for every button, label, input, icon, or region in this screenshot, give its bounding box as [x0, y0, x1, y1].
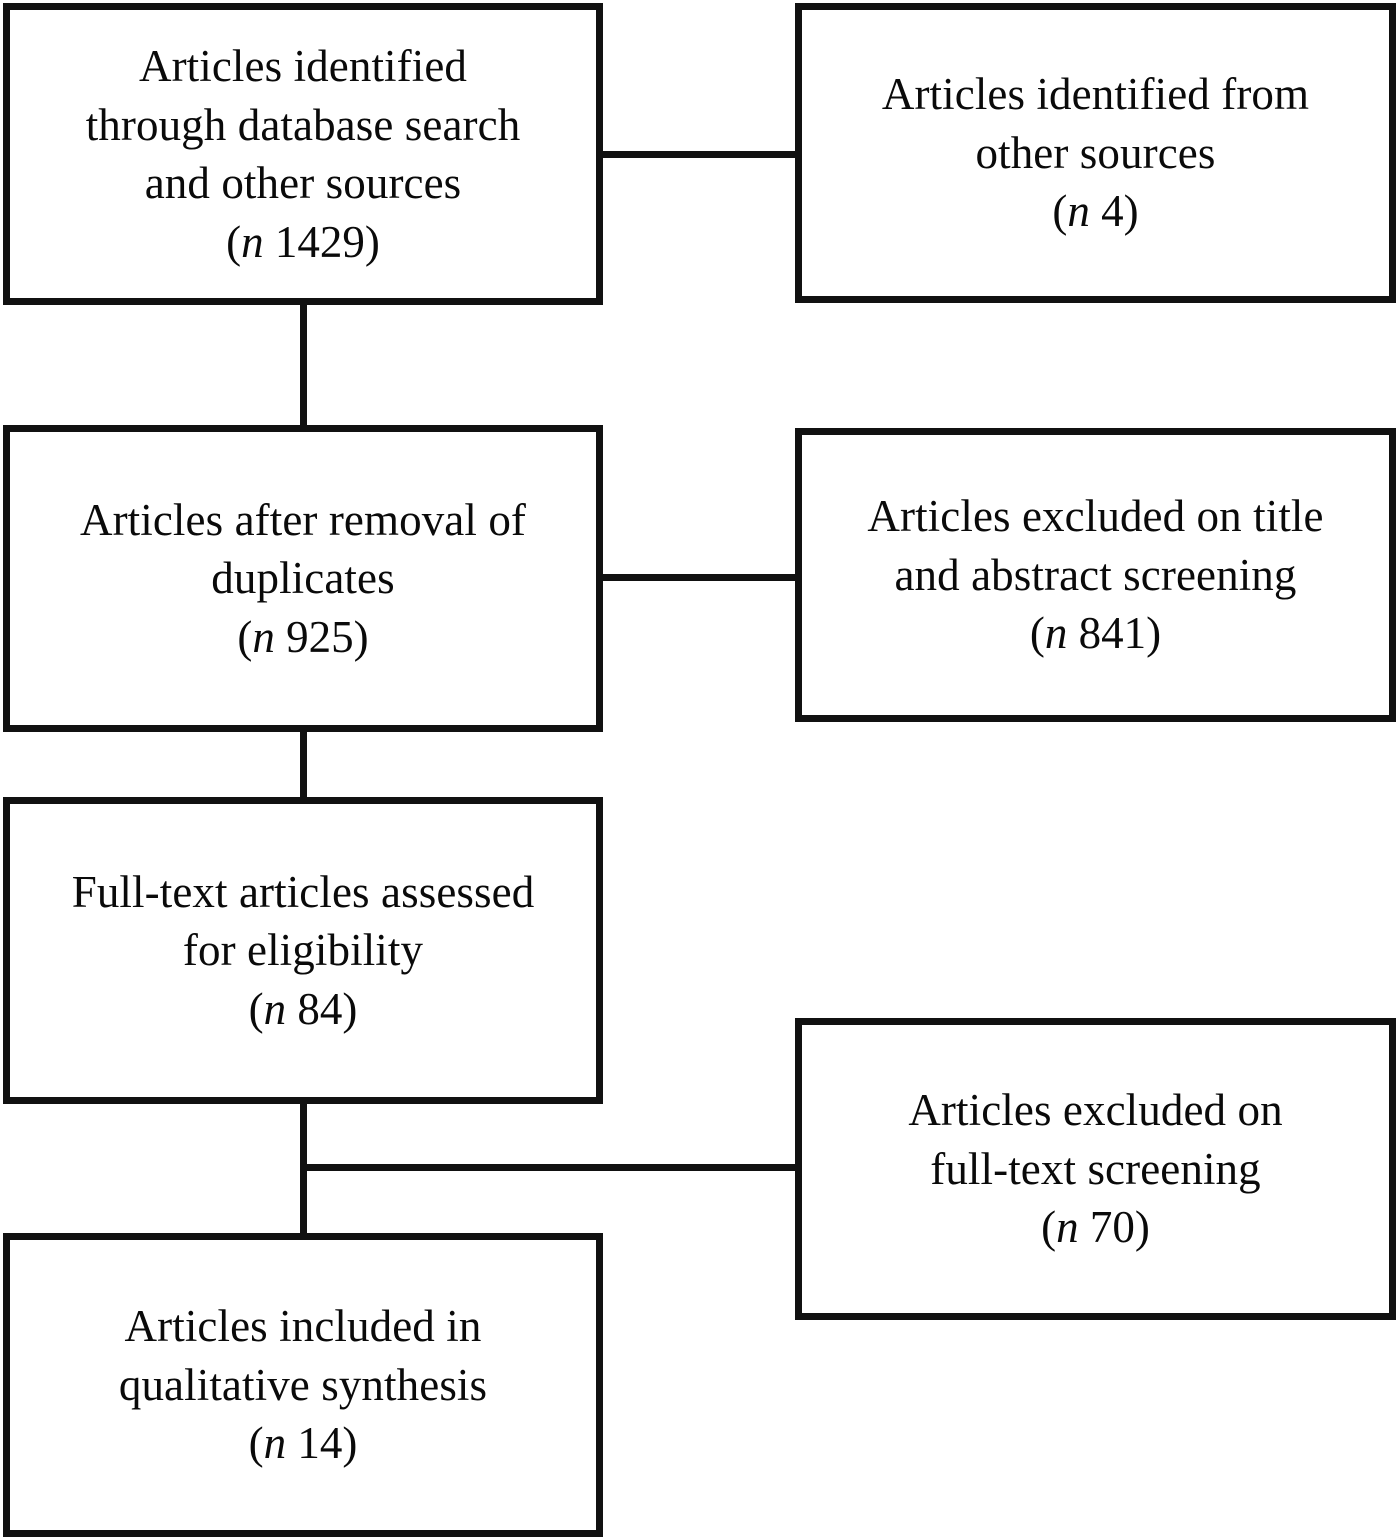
count-open-paren: ( [248, 1418, 264, 1469]
count-open-paren: ( [237, 611, 253, 662]
node-articles-after-duplicates-label: Articles after removal of duplicates [79, 494, 527, 604]
count-value: 925 [274, 611, 354, 662]
count-n-symbol: n [241, 216, 264, 267]
count-close-paren: ) [1123, 186, 1139, 237]
count-n-symbol: n [1056, 1202, 1079, 1253]
count-n-symbol: n [263, 983, 287, 1034]
count-value: 84 [286, 983, 343, 1034]
count-open-paren: ( [1029, 608, 1045, 659]
node-articles-other-sources-count: (n 4) [868, 182, 1323, 241]
node-fulltext-assessed-eligibility: Full-text articles assessed for eligibil… [3, 797, 603, 1104]
node-articles-excluded-fulltext-count: (n 70) [894, 1198, 1296, 1257]
node-fulltext-assessed-eligibility-label: Full-text articles assessed for eligibil… [71, 866, 535, 976]
node-articles-included-synthesis: Articles included in qualitative synthes… [3, 1233, 603, 1537]
node-articles-identified-count: (n 1429) [72, 213, 535, 272]
count-close-paren: ) [1134, 1202, 1150, 1253]
count-close-paren: ) [353, 611, 369, 662]
count-value: 1429 [263, 216, 365, 267]
connector-identified-to-other-sources [603, 151, 797, 158]
count-value: 4 [1089, 186, 1124, 237]
connector-fulltext-to-included [300, 1104, 307, 1235]
node-articles-other-sources: Articles identified from other sources (… [795, 3, 1396, 303]
count-value: 70 [1078, 1202, 1135, 1253]
node-articles-included-synthesis-count: (n 14) [105, 1414, 501, 1473]
connector-fulltext-to-excluded-fulltext [303, 1164, 797, 1171]
count-open-paren: ( [248, 983, 264, 1034]
connector-duplicates-to-fulltext [300, 732, 307, 799]
count-open-paren: ( [1052, 186, 1068, 237]
count-n-symbol: n [1067, 186, 1090, 237]
node-articles-excluded-title-abstract: Articles excluded on title and abstract … [795, 428, 1396, 722]
node-fulltext-assessed-eligibility-count: (n 84) [58, 980, 549, 1039]
count-close-paren: ) [342, 1418, 358, 1469]
connector-duplicates-to-excluded-title [603, 574, 797, 581]
count-n-symbol: n [1044, 608, 1068, 659]
count-n-symbol: n [263, 1418, 287, 1469]
count-close-paren: ) [364, 216, 380, 267]
node-articles-excluded-title-abstract-count: (n 841) [853, 604, 1337, 663]
connector-identified-to-duplicates [300, 305, 307, 427]
node-articles-after-duplicates: Articles after removal of duplicates (n … [3, 425, 603, 732]
count-value: 841 [1067, 608, 1147, 659]
node-articles-after-duplicates-count: (n 925) [66, 608, 540, 667]
node-articles-excluded-title-abstract-label: Articles excluded on title and abstract … [867, 491, 1324, 600]
count-open-paren: ( [226, 216, 242, 267]
node-articles-identified-label: Articles identified through database sea… [85, 41, 521, 208]
count-close-paren: ) [1146, 608, 1162, 659]
node-articles-identified: Articles identified through database sea… [3, 3, 603, 305]
count-open-paren: ( [1041, 1202, 1057, 1253]
count-n-symbol: n [252, 611, 275, 662]
count-close-paren: ) [342, 983, 358, 1034]
node-articles-other-sources-label: Articles identified from other sources [881, 69, 1310, 178]
node-articles-excluded-fulltext-label: Articles excluded on full-text screening [908, 1085, 1283, 1194]
node-articles-excluded-fulltext: Articles excluded on full-text screening… [795, 1018, 1396, 1320]
count-value: 14 [286, 1418, 343, 1469]
node-articles-included-synthesis-label: Articles included in qualitative synthes… [118, 1301, 488, 1410]
